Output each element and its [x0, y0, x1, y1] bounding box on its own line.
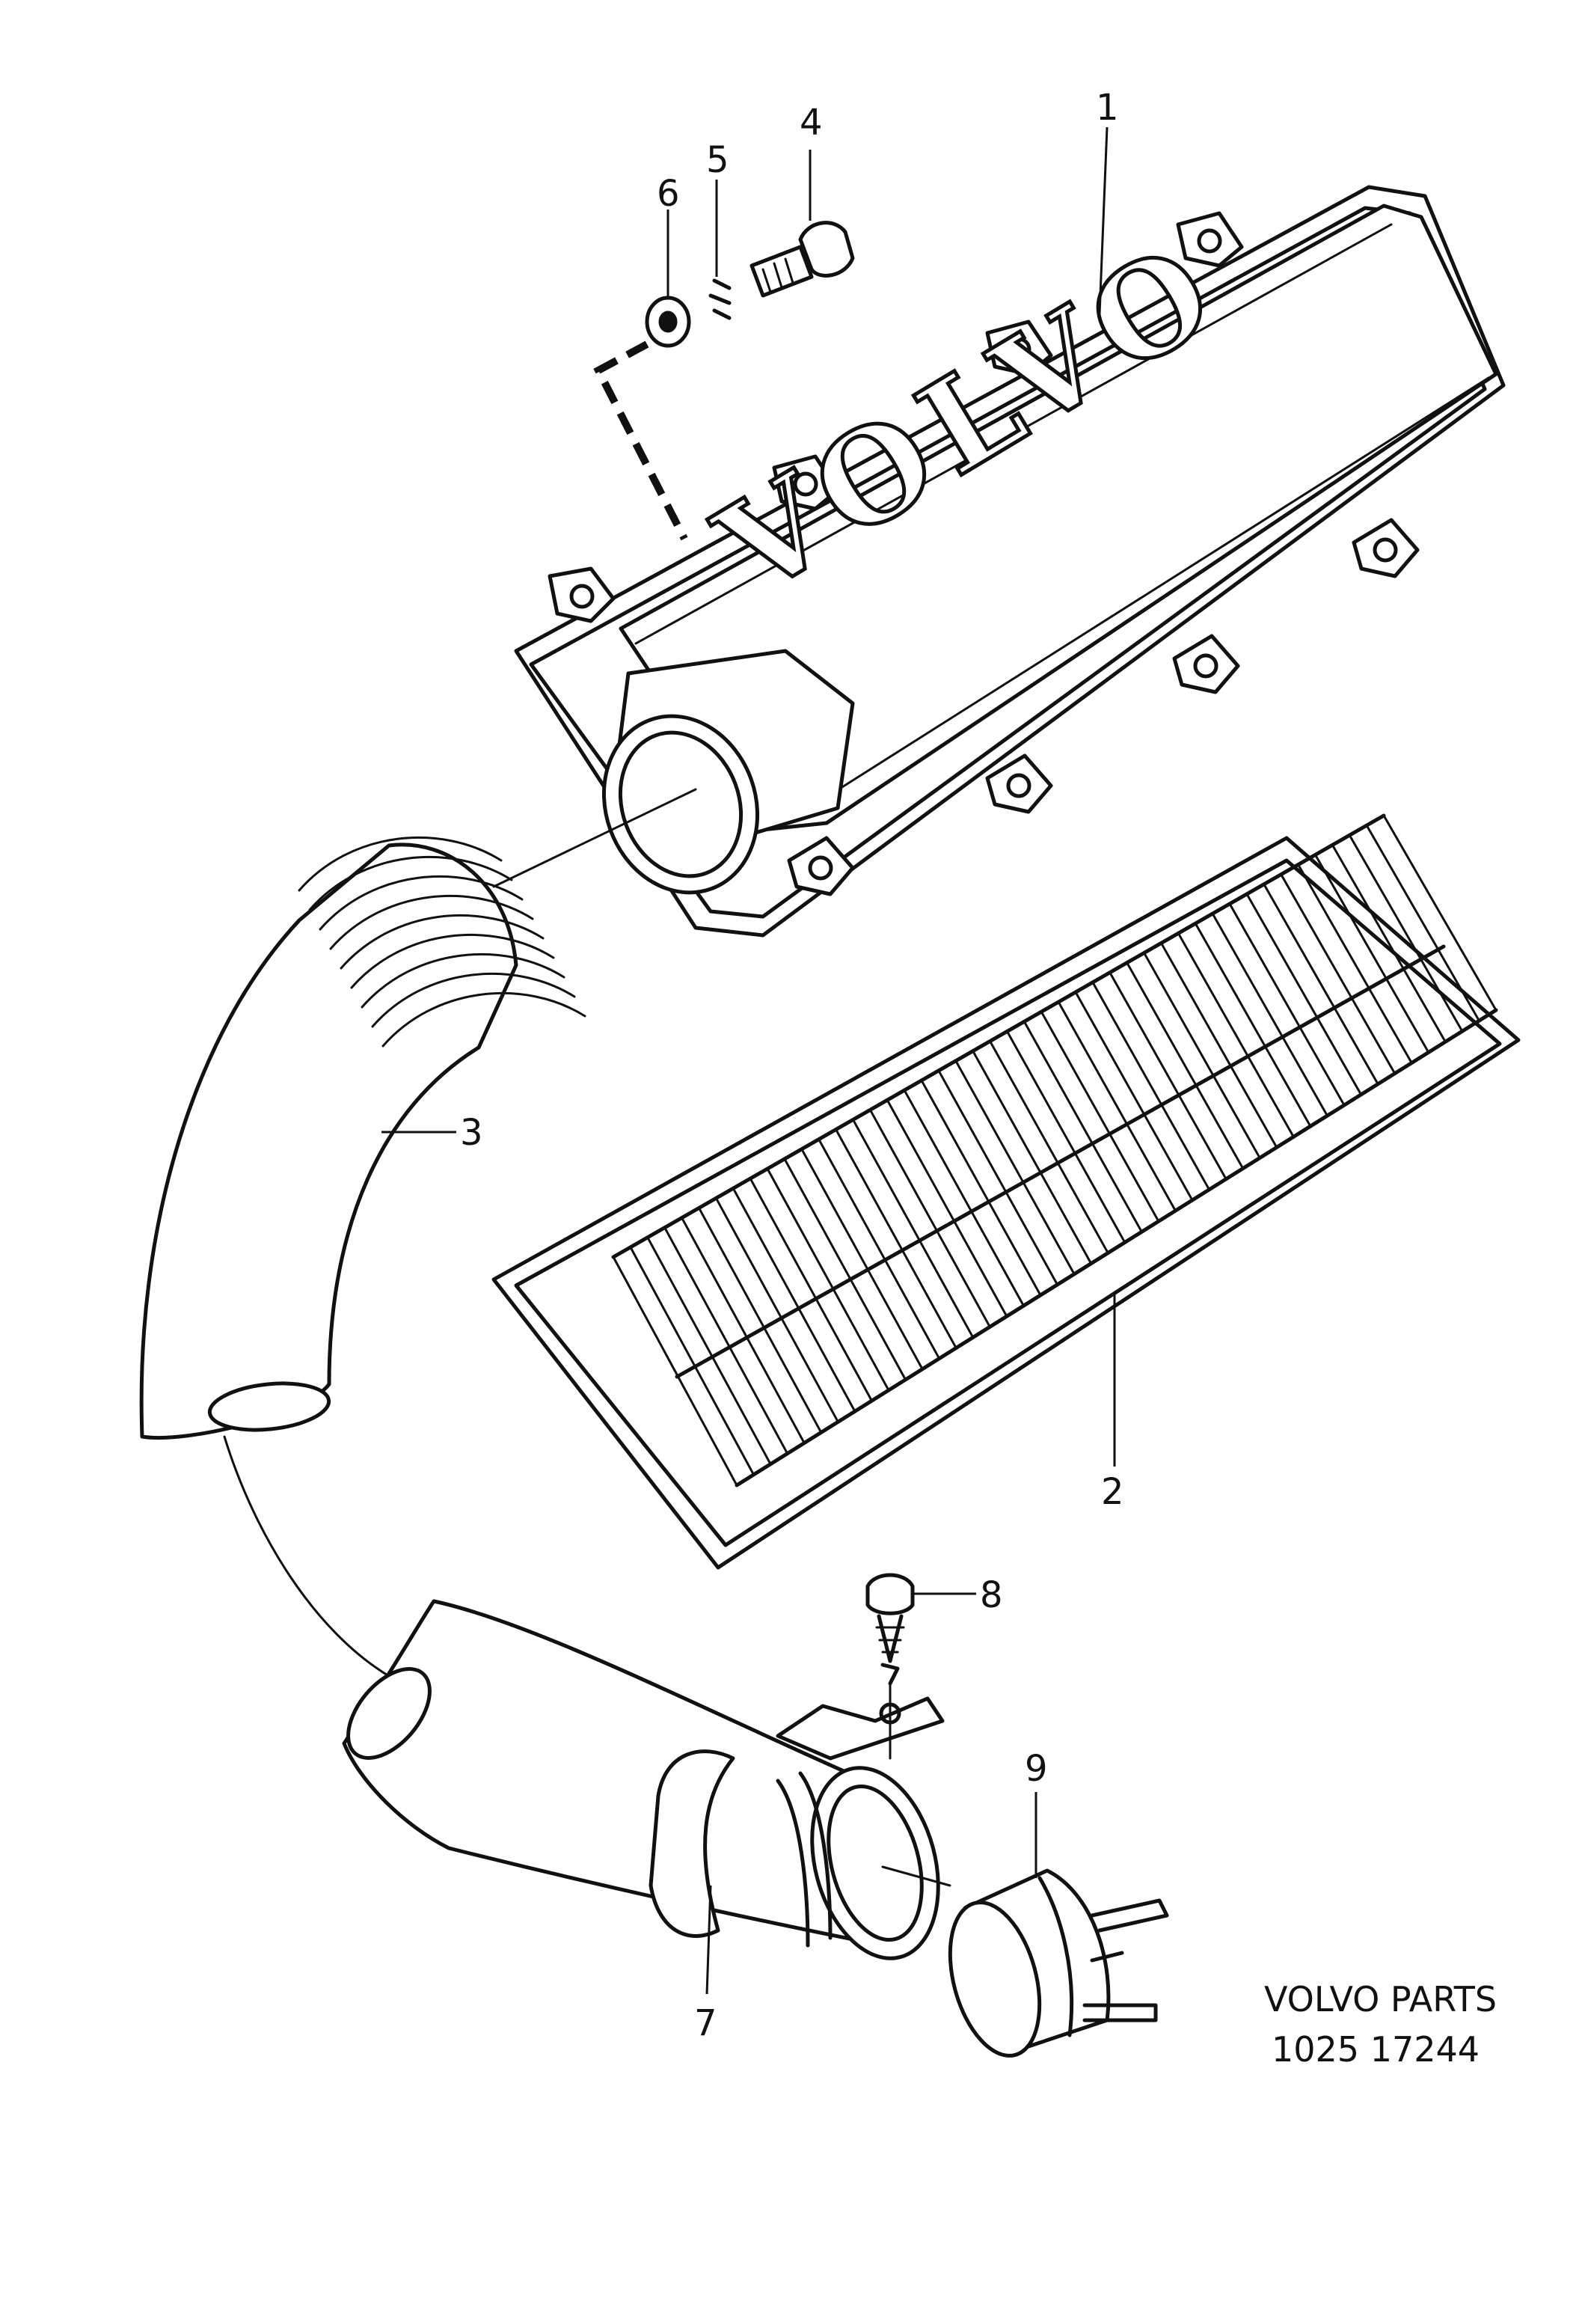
air-cleaner-cover: VOLVO — [514, 185, 1506, 938]
filter-pleat — [783, 1158, 907, 1381]
filter-pleat — [1159, 941, 1278, 1149]
filter-pleat — [1057, 1000, 1177, 1212]
hose-rib — [340, 914, 545, 970]
filter-pleat — [1040, 1010, 1160, 1223]
install-dashed-line — [593, 340, 688, 541]
filter-pleat — [1245, 893, 1363, 1096]
filter-pleat — [1331, 843, 1447, 1043]
filter-pleat — [1211, 912, 1328, 1117]
filter-pleat — [954, 1059, 1076, 1276]
filter-pleat — [835, 1128, 957, 1350]
mounting-lugs — [548, 211, 1420, 896]
callout-5: 5 — [706, 139, 729, 181]
filter-pleat — [732, 1187, 856, 1413]
filter-pleat — [1091, 981, 1211, 1191]
filter-pleat — [1194, 922, 1312, 1128]
filter-pleat — [1143, 952, 1261, 1160]
hose-clamp — [649, 1749, 735, 1938]
filter-pleat — [1297, 863, 1413, 1065]
washer-6 — [645, 296, 691, 348]
hose-corrugations — [298, 836, 586, 1048]
callout-labels: 1 2 3 4 5 6 7 8 9 — [460, 87, 1124, 2044]
filter-pleat — [1280, 873, 1397, 1075]
callout-2: 2 — [1101, 1471, 1124, 1513]
intake-hose-lower — [342, 1599, 945, 1960]
filter-pleat — [920, 1079, 1042, 1297]
filter-pleats — [612, 814, 1497, 1487]
filter-pleat — [663, 1226, 789, 1455]
hose-rib — [381, 991, 586, 1048]
callout-8: 8 — [980, 1574, 1003, 1616]
filter-pleat — [714, 1196, 839, 1423]
filter-pleat — [697, 1206, 823, 1434]
hose-rib — [319, 875, 524, 931]
filter-pleat — [972, 1050, 1093, 1265]
filter-pleat — [1382, 814, 1497, 1012]
hose-rib — [361, 952, 565, 1009]
filter-pleat — [851, 1118, 975, 1339]
filter-pleat — [868, 1108, 991, 1328]
filter-pleat — [937, 1069, 1059, 1286]
filter-pleat — [800, 1148, 924, 1371]
alignment-line-hose-cover — [492, 788, 697, 888]
fastener-screw-8 — [865, 1573, 915, 1686]
footer-part-number: 1025 17244 — [1272, 2029, 1480, 2070]
callout-7: 7 — [694, 2002, 717, 2044]
filter-pleat — [629, 1246, 755, 1476]
fastener-screw-4 — [749, 221, 855, 298]
hose-rib — [371, 972, 576, 1028]
filter-pleat — [1074, 991, 1194, 1202]
filter-pleat — [1126, 961, 1245, 1170]
air-filter-element — [491, 813, 1521, 1570]
footer-brand: VOLVO PARTS — [1264, 1979, 1497, 2019]
filter-pleat — [1313, 853, 1430, 1054]
callout-6: 6 — [657, 173, 680, 215]
callout-4: 4 — [800, 102, 823, 144]
filter-pleat — [1365, 824, 1480, 1022]
alignment-line-hose-adapter — [881, 1865, 951, 1887]
lock-washer-5 — [708, 278, 732, 320]
filter-pleat — [1177, 932, 1295, 1138]
filter-pleat — [1263, 883, 1379, 1086]
filter-pleat — [766, 1167, 890, 1392]
hose-rib — [298, 836, 503, 892]
filter-pleat — [646, 1236, 772, 1466]
hose-rib — [308, 855, 513, 911]
filter-pleat — [1228, 902, 1346, 1107]
filter-pleat — [1348, 834, 1464, 1033]
intake-hose-upper — [139, 836, 586, 1678]
filter-pleat — [989, 1040, 1109, 1255]
callout-9: 9 — [1025, 1748, 1048, 1790]
filter-pleat — [681, 1217, 806, 1445]
filter-pleat — [1023, 1020, 1143, 1233]
filter-pleat — [886, 1098, 1008, 1318]
filter-pleat — [749, 1177, 873, 1402]
inlet-adapter — [948, 1868, 1169, 2058]
hose-rib — [350, 933, 555, 989]
cover-outlet-snout — [601, 649, 855, 895]
callout-3: 3 — [460, 1112, 483, 1154]
hose-rib — [329, 894, 534, 950]
leader-lines — [381, 126, 1116, 1995]
filter-pleat — [1109, 971, 1227, 1181]
callout-1: 1 — [1096, 87, 1119, 129]
filter-pleat — [903, 1089, 1025, 1307]
filter-pleat — [612, 1256, 738, 1487]
filter-pleat — [818, 1138, 941, 1360]
filter-pleat — [1005, 1030, 1126, 1244]
